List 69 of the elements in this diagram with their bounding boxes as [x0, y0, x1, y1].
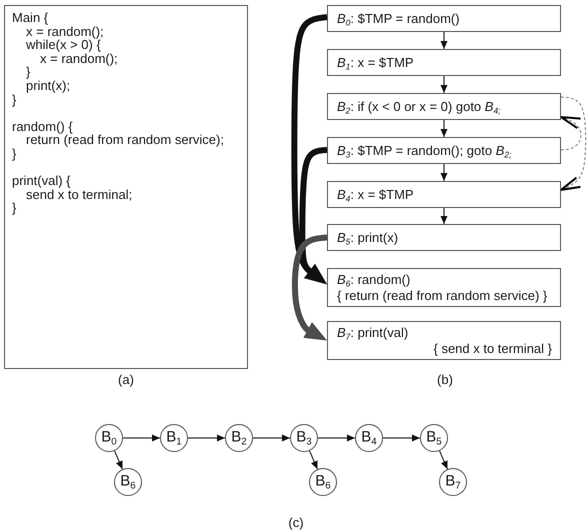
arrow — [188, 434, 226, 442]
node-label: B$_{6}$ — [120, 473, 136, 490]
statement-text: B$_{3}$: $TMP = random(); goto B$_{2;}$ — [337, 144, 512, 158]
arrow — [382, 434, 420, 442]
node-circle — [439, 468, 467, 496]
code-line: } — [12, 92, 16, 107]
arrow — [440, 164, 448, 182]
node-circle — [225, 424, 253, 452]
process-box — [327, 181, 561, 208]
code-line: Main { — [12, 11, 48, 25]
arrow — [122, 434, 160, 442]
node-label: B$_{7}$ — [445, 473, 461, 490]
code-line: random() { — [12, 120, 73, 134]
arrow — [440, 32, 448, 50]
arrow — [440, 120, 448, 138]
node-circle — [95, 424, 123, 452]
node-circle — [114, 468, 142, 496]
arrow — [440, 76, 448, 94]
panel-caption: (b) — [437, 373, 453, 387]
process-box — [327, 268, 561, 307]
node-circle — [290, 424, 318, 452]
node-circle — [309, 468, 337, 496]
node-circle — [355, 424, 383, 452]
process-box — [327, 137, 561, 164]
code-line: while(x > 0) { — [26, 38, 101, 52]
code-line: print(x); — [26, 79, 70, 93]
node-label: B$_{6}$ — [315, 473, 331, 490]
process-box — [327, 5, 561, 32]
node-label: B$_{5}$ — [426, 429, 442, 446]
code-line: } — [26, 65, 30, 80]
node-label: B$_{2}$ — [231, 429, 247, 446]
statement-text: B$_{4}$: x = $TMP — [337, 188, 414, 202]
node-label: B$_{4}$ — [361, 429, 377, 446]
arrow — [252, 434, 290, 442]
thick-arrow — [292, 234, 328, 340]
code-line: print(val) { — [12, 174, 71, 188]
process-box — [327, 93, 561, 120]
panel-caption: (a) — [118, 373, 134, 387]
code-line: x = random(); — [40, 52, 118, 66]
code-line: } — [12, 147, 16, 161]
arrow — [439, 450, 448, 470]
process-box — [327, 321, 561, 360]
node-label: B$_{1}$ — [166, 429, 182, 446]
code-line: x = random(); — [26, 24, 104, 39]
arrow — [114, 450, 123, 470]
code-line: } — [12, 201, 16, 216]
code-line: send x to terminal; — [26, 188, 132, 202]
statement-text: B$_{2}$: if (x < 0 or x = 0) goto B$_{4;}$ — [337, 100, 500, 114]
arrow — [318, 434, 356, 442]
node-circle — [160, 424, 188, 452]
statement-text: B$_{7}$: print(val) — [337, 326, 408, 340]
panel-caption: (c) — [288, 516, 304, 530]
statement-text: { send x to terminal } — [433, 342, 552, 356]
node-label: B$_{3}$ — [296, 429, 312, 446]
process-box — [327, 224, 561, 251]
statement-text: B$_{6}$: random() — [337, 273, 410, 287]
statement-text: B$_{1}$: x = $TMP — [337, 56, 414, 70]
arrow — [309, 450, 318, 470]
statement-text: B$_{0}$: $TMP = random() — [337, 12, 460, 26]
node-circle — [420, 424, 448, 452]
code-box — [4, 5, 248, 369]
statement-text: B$_{5}$: print(x) — [337, 230, 398, 244]
statement-text: { return (read from random service) } — [337, 289, 548, 303]
dashed-arrow — [560, 96, 586, 191]
process-box — [327, 49, 561, 76]
arrow — [440, 208, 448, 224]
code-line: return (read from random service); — [26, 133, 224, 148]
node-label: B$_{0}$ — [101, 429, 117, 446]
dashed-arrow — [560, 116, 582, 150]
